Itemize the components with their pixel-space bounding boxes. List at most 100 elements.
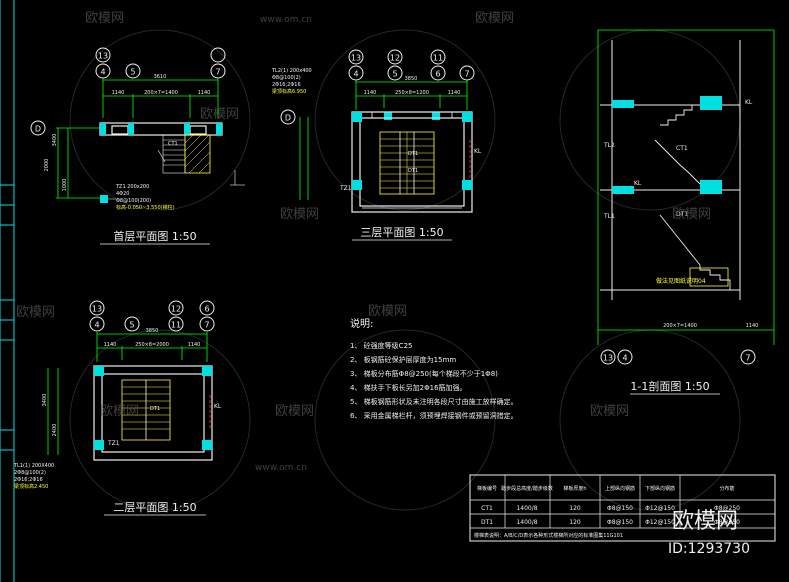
svg-text:TZ1: TZ1 [107,440,120,447]
svg-text:欧模网: 欧模网 [590,404,629,419]
svg-text:TZ1 200x200: TZ1 200x200 [115,184,149,190]
second-floor-plan: 13 4 5 12 11 6 7 3850 1140 250×8=2000 11… [13,300,222,516]
svg-text:4Φ20: 4Φ20 [116,191,129,197]
svg-text:3400: 3400 [52,134,58,147]
svg-text:3610: 3610 [154,74,167,80]
svg-text:TL2: TL2 [603,142,615,149]
svg-text:7: 7 [204,321,209,330]
svg-text:1400/8: 1400/8 [516,505,537,512]
svg-text:踏步段总高度/踏步级数: 踏步段总高度/踏步级数 [501,485,553,492]
svg-text:下部纵向钢筋: 下部纵向钢筋 [645,485,675,492]
svg-text:D: D [285,114,291,123]
first-axis-7: 7 [215,68,220,77]
first-axis-13: 13 [98,52,108,61]
svg-text:2Φ16;2Φ16: 2Φ16;2Φ16 [272,82,301,88]
svg-text:做法见图纸说明04: 做法见图纸说明04 [656,277,706,285]
svg-text:1140: 1140 [448,90,461,96]
svg-text:欧模网: 欧模网 [16,305,55,320]
svg-text:11: 11 [433,54,443,63]
svg-text:6: 6 [435,70,440,79]
svg-text:DT1: DT1 [481,519,493,526]
svg-text:13: 13 [603,354,613,363]
svg-text:250×8=2000: 250×8=2000 [135,342,169,348]
svg-text:Φ8@250: Φ8@250 [714,505,740,512]
svg-text:6、 采用金属梯栏杆，须预埋焊接钢件或预留洞措定。: 6、 采用金属梯栏杆，须预埋焊接钢件或预留洞措定。 [350,411,518,420]
svg-text:www.om.cn: www.om.cn [255,463,307,473]
svg-text:5: 5 [129,321,134,330]
svg-text:200×7=1400: 200×7=1400 [144,90,178,96]
svg-text:欧模网: 欧模网 [85,11,124,26]
table-row: DT1 1400/8 120 Φ8@150 Φ12@150 Φ8@250 [481,519,740,526]
svg-text:1140: 1140 [198,90,211,96]
svg-text:7: 7 [745,354,750,363]
svg-text:KL: KL [474,148,482,155]
svg-text:4: 4 [622,354,627,363]
svg-text:KL: KL [745,99,753,106]
third-floor-title: 三层平面图 1:50 [360,226,443,239]
svg-text:4、 梯扶手下板长另加2Φ16筋加强。: 4、 梯扶手下板长另加2Φ16筋加强。 [350,383,467,392]
svg-text:KL: KL [214,403,222,410]
svg-text:说明:: 说明: [350,317,373,330]
svg-text:欧模网: 欧模网 [672,207,711,222]
svg-text:1140: 1140 [746,323,759,329]
svg-text:楼梯表说明：A/B/C/D表示各种形式楼梯所对应的标准图集1: 楼梯表说明：A/B/C/D表示各种形式楼梯所对应的标准图集11G101 [474,532,623,539]
svg-text:www.om.cn: www.om.cn [260,15,312,25]
watermark-id: ID:1293730 [668,541,750,557]
svg-text:120: 120 [569,505,581,512]
svg-text:梁顶标高6.950: 梁顶标高6.950 [272,88,306,95]
svg-text:1、 砼强度等级C25: 1、 砼强度等级C25 [350,341,412,350]
section-1-1: KL TL2 KL TL1 DT1 CT1 做法见图纸说明04 200×7=14… [597,29,775,395]
svg-text:CT1: CT1 [676,145,688,152]
svg-text:欧模网: 欧模网 [280,207,319,222]
watermark-brand-large: 欧模网 [672,509,738,534]
first-axis-4: 4 [100,68,105,77]
svg-text:DT1: DT1 [408,168,418,174]
svg-text:TL1: TL1 [603,213,615,220]
svg-text:2Φ8@100(2): 2Φ8@100(2) [14,470,46,476]
third-floor-plan: 13 4 12 5 11 6 7 D 3850 1140 250×8=1200 … [271,49,482,241]
svg-text:1400/8: 1400/8 [516,519,537,526]
svg-text:Φ8@150: Φ8@150 [607,505,633,512]
svg-text:1140: 1140 [112,90,125,96]
svg-text:欧模网: 欧模网 [475,11,514,26]
svg-text:Φ8@100(2): Φ8@100(2) [272,75,301,81]
svg-text:梯板厚度h: 梯板厚度h [563,485,586,492]
svg-text:Φ12@150: Φ12@150 [645,519,675,526]
svg-text:Φ12@150: Φ12@150 [645,505,675,512]
svg-text:标高-0.050~3.550(梯柱): 标高-0.050~3.550(梯柱) [116,204,175,211]
svg-text:5、 梯板钢筋形状及未注明各段尺寸由施工放样确定。: 5、 梯板钢筋形状及未注明各段尺寸由施工放样确定。 [350,397,518,406]
svg-text:KL: KL [634,180,642,187]
svg-text:TL1(1) 200X400: TL1(1) 200X400 [13,463,54,469]
svg-text:DT1: DT1 [408,151,418,157]
svg-text:上部纵向钢筋: 上部纵向钢筋 [605,485,635,492]
first-floor-plan: 13 4 5 7 D 3610 1140 200×7=1400 1140 340… [30,47,245,245]
stair-schedule-table: 梯板编号 踏步段总高度/踏步级数 梯板厚度h 上部纵向钢筋 下部纵向钢筋 分布筋… [469,474,776,542]
svg-text:250×8=1200: 250×8=1200 [395,90,429,96]
first-axis-5: 5 [130,68,135,77]
svg-text:6: 6 [204,305,209,314]
svg-text:3400: 3400 [42,394,48,407]
svg-text:11: 11 [171,321,181,330]
svg-text:CT1: CT1 [481,505,493,512]
svg-text:4: 4 [353,70,358,79]
svg-text:欧模网: 欧模网 [100,404,139,419]
svg-text:分布筋: 分布筋 [719,485,734,492]
svg-text:DT1: DT1 [150,406,160,412]
svg-text:12: 12 [390,54,400,63]
svg-text:2、 板钢筋砼保护层厚度为15mm: 2、 板钢筋砼保护层厚度为15mm [350,355,456,364]
svg-text:13: 13 [92,305,102,314]
svg-text:Φ8@100(200): Φ8@100(200) [116,198,151,204]
svg-text:4: 4 [94,321,99,330]
svg-text:Φ8@150: Φ8@150 [607,519,633,526]
svg-text:欧模网: 欧模网 [368,304,407,319]
first-axis-d: D [35,125,41,134]
svg-text:1000: 1000 [62,179,68,192]
svg-text:Φ8@250: Φ8@250 [714,519,740,526]
svg-text:2400: 2400 [52,424,58,437]
svg-text:5: 5 [392,70,397,79]
svg-text:200×7=1400: 200×7=1400 [663,323,697,329]
svg-text:1140: 1140 [188,342,201,348]
svg-text:3850: 3850 [405,76,418,82]
svg-text:12: 12 [171,305,181,314]
